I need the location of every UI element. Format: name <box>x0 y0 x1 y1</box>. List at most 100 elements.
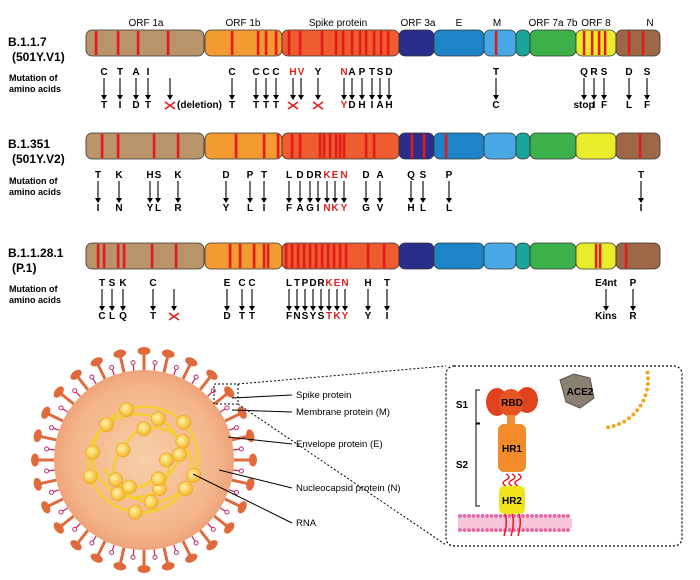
spike-head <box>237 501 247 514</box>
envelope-protein <box>224 405 230 411</box>
mutation-label: amino acids <box>9 295 61 305</box>
lipid-head <box>476 528 480 532</box>
amino-acid-original: T <box>294 278 300 289</box>
genome-segment <box>529 132 577 160</box>
arrow-head <box>591 95 597 100</box>
amino-acid-original: I <box>147 67 150 78</box>
mutation-site-mark <box>262 244 266 268</box>
lipid-head <box>489 528 494 532</box>
lipid-head <box>458 514 462 518</box>
amino-acid-original: D <box>362 170 369 181</box>
lipid-head <box>561 528 566 532</box>
mutation-site-mark <box>379 31 383 55</box>
arrow-head <box>341 95 347 100</box>
arrow-head <box>109 306 115 311</box>
envelope-protein <box>152 360 158 366</box>
arrow-head <box>420 198 426 203</box>
arrow-head <box>229 95 235 100</box>
mutation-site-mark <box>372 31 376 55</box>
lipid-head <box>489 514 494 518</box>
arrow-head <box>261 198 267 203</box>
amino-acid-original: T <box>638 170 644 181</box>
mutation-site-mark <box>603 31 607 55</box>
spike-stalk <box>40 434 57 442</box>
envelope-protein <box>193 540 199 546</box>
nucleocapsid-bead <box>122 479 137 495</box>
mutation-site-mark <box>334 31 338 55</box>
spike-stalk <box>231 478 248 486</box>
mutation-site-mark <box>274 31 278 55</box>
amino-acid-mutated: T <box>273 100 279 111</box>
amino-acid-original: C <box>228 67 235 78</box>
envelope-protein <box>173 364 179 370</box>
envelope-protein <box>58 509 64 515</box>
mutation-site-mark <box>262 134 266 158</box>
variant-lineage: (501Y.V2) <box>12 152 65 166</box>
spike-stalk <box>47 497 64 508</box>
arrow-head <box>342 306 348 311</box>
arrow-head <box>341 198 347 203</box>
amino-acid-original: A <box>348 67 355 78</box>
genome-segment <box>204 29 283 57</box>
lipid-head <box>507 528 512 532</box>
spike-head <box>90 553 103 563</box>
amino-acid-mutated: T <box>249 311 255 322</box>
hr1-label: HR1 <box>502 444 522 455</box>
genome-segment <box>575 29 617 57</box>
genome-segment <box>529 29 577 57</box>
leader-line <box>231 394 293 399</box>
spike-head <box>246 477 255 491</box>
mutation-site-mark <box>410 134 414 158</box>
amino-acid-original: T <box>384 278 390 289</box>
spike-head <box>33 477 42 491</box>
spike-stalk <box>40 478 57 486</box>
amino-acid-original: Q <box>580 67 588 78</box>
amino-acid-original: H <box>289 67 296 78</box>
orf-label: N <box>646 18 653 29</box>
genome-segment <box>515 132 531 160</box>
mutation-site-mark <box>152 134 156 158</box>
amino-acid-original: R <box>317 278 325 289</box>
envelope-protein <box>109 364 115 370</box>
genome-segment <box>398 29 435 57</box>
genome-segment <box>529 242 577 270</box>
arrow-head <box>263 95 269 100</box>
arrow-head <box>334 306 340 311</box>
lipid-head <box>539 514 543 518</box>
lipid-head <box>552 514 557 518</box>
hr2-label: HR2 <box>502 496 522 507</box>
amino-acid-mutated: Y <box>310 311 317 322</box>
amino-acid-mutated: T <box>101 100 107 111</box>
genome-segment <box>433 29 485 57</box>
spike-stalk <box>198 376 212 391</box>
envelope-protein <box>224 509 230 515</box>
amino-acid-original: P <box>302 278 309 289</box>
s1-label: S1 <box>456 400 469 411</box>
lipid-head <box>521 514 525 518</box>
nucleocapsid-bead <box>178 481 193 496</box>
amino-acid-original: N <box>340 67 347 78</box>
amino-acid-mutated: T <box>253 100 259 111</box>
lipid-head <box>561 514 566 518</box>
arrow-head <box>630 306 636 311</box>
spike-stalk <box>60 514 75 528</box>
amino-acid-original: T <box>369 67 375 78</box>
genome-segment <box>204 242 283 270</box>
mutation-site-mark <box>322 134 326 158</box>
arrow-head <box>95 198 101 203</box>
amino-acid-original: D <box>309 278 316 289</box>
arrow-head <box>603 306 609 311</box>
arrow-head <box>359 95 365 100</box>
amino-acid-original: C <box>238 278 245 289</box>
lipid-head <box>530 528 534 532</box>
arrow-head <box>408 198 414 203</box>
spike-head <box>237 406 247 419</box>
arrow-head <box>253 95 259 100</box>
rbd-lobe <box>499 389 523 417</box>
ace2-label: ACE2 <box>567 387 594 398</box>
mutation-site-mark <box>94 31 98 55</box>
spike-stalk <box>162 356 170 373</box>
